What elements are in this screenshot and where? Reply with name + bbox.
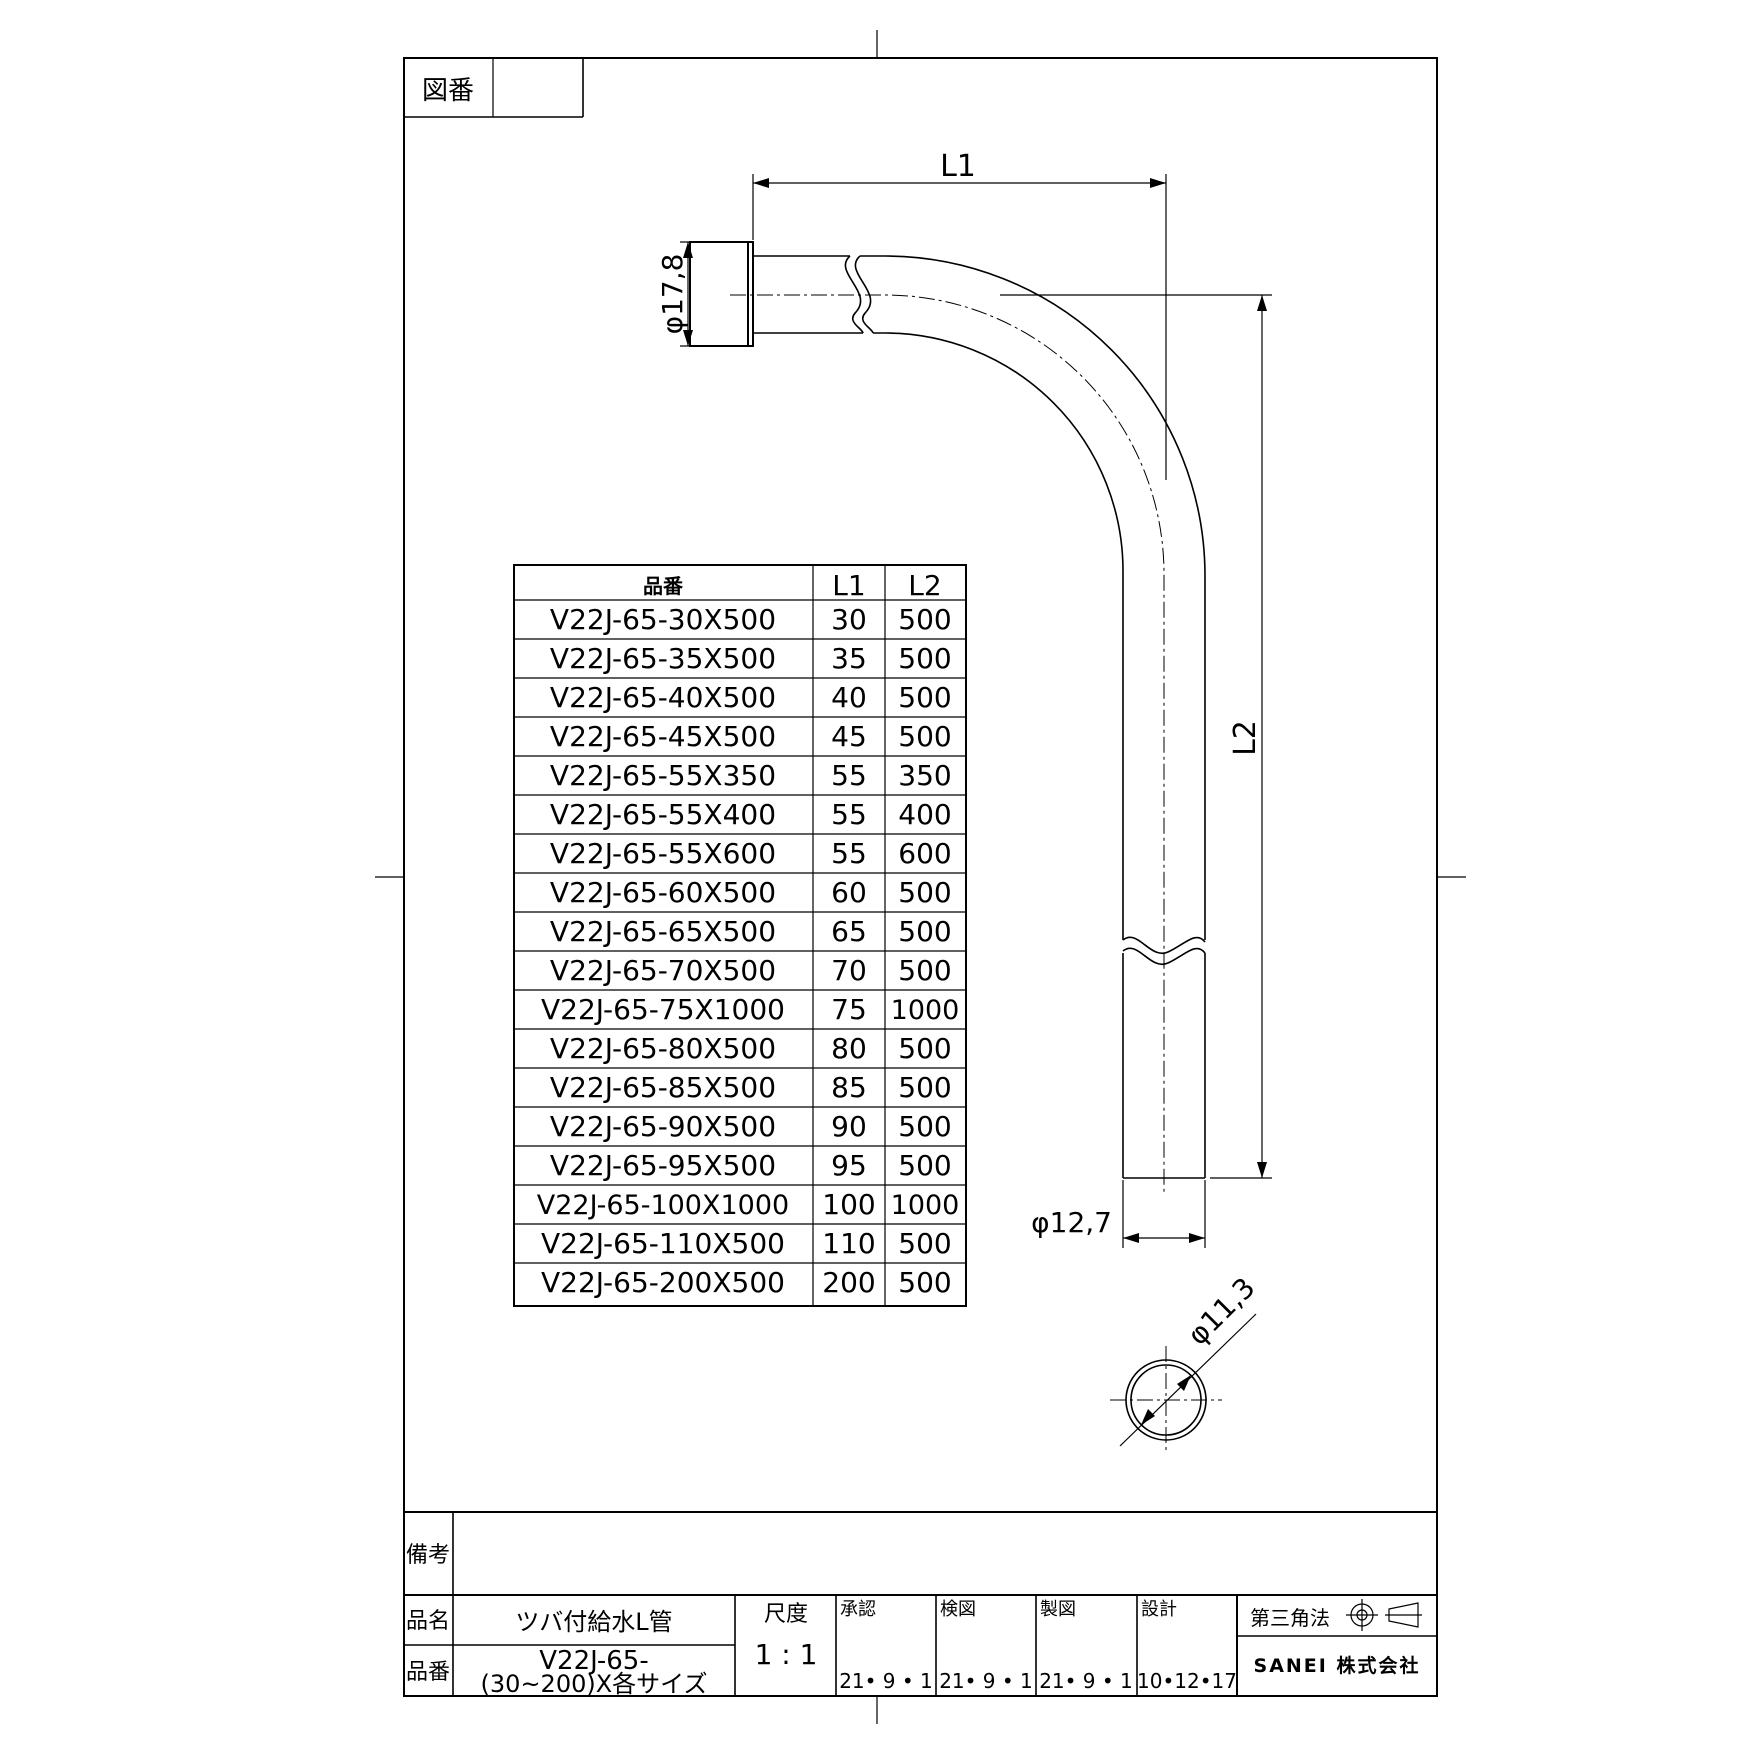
size-table-part-number: V22J-65-75X1000 <box>541 993 785 1026</box>
size-table-l1-value: 55 <box>831 759 867 792</box>
size-table-l1-value: 85 <box>831 1071 867 1104</box>
size-table-l2-value: 500 <box>898 954 951 987</box>
product-number-line2: (30~200)X各サイズ <box>481 1670 708 1698</box>
size-table-part-number: V22J-65-85X500 <box>550 1071 776 1104</box>
dimension-l2: L2 <box>1000 294 1272 1179</box>
scale-label: 尺度 <box>764 1602 808 1627</box>
size-table-header-part-number: 品番 <box>643 574 684 598</box>
size-table-part-number: V22J-65-55X400 <box>550 798 776 831</box>
size-table-l2-value: 500 <box>898 1032 951 1065</box>
size-table-l2-value: 500 <box>898 1110 951 1143</box>
third-angle-projection-icon <box>1346 1599 1422 1631</box>
size-table-l2-value: 500 <box>898 1227 951 1260</box>
size-table-l2-value: 500 <box>898 915 951 948</box>
size-table-part-number: V22J-65-90X500 <box>550 1110 776 1143</box>
size-table-l2-value: 500 <box>898 1266 951 1299</box>
scale-value: 1 : 1 <box>755 1638 818 1671</box>
size-table-part-number: V22J-65-55X600 <box>550 837 776 870</box>
designed-date: 10•12•17 <box>1137 1669 1237 1693</box>
designed-label: 設計 <box>1141 1599 1177 1620</box>
checked-label: 検図 <box>940 1599 976 1620</box>
size-table-part-number: V22J-65-30X500 <box>550 603 776 636</box>
size-table-part-number: V22J-65-40X500 <box>550 681 776 714</box>
size-table-l2-value: 500 <box>898 876 951 909</box>
title-block: 備考 品名 ツバ付給水L管 品番 V22J-65- (30~200)X各サイズ … <box>404 1511 1437 1698</box>
size-table-l1-value: 110 <box>822 1227 875 1260</box>
drawing-number-box: 図番 <box>404 58 584 118</box>
pipe-flange <box>689 241 754 347</box>
remarks-label: 備考 <box>406 1543 450 1568</box>
size-table-l1-value: 80 <box>831 1032 867 1065</box>
size-table-l1-value: 95 <box>831 1149 867 1182</box>
size-table-part-number: V22J-65-100X1000 <box>537 1190 789 1221</box>
size-table-part-number: V22J-65-70X500 <box>550 954 776 987</box>
size-table-part-number: V22J-65-45X500 <box>550 720 776 753</box>
size-table-l1-value: 40 <box>831 681 867 714</box>
product-name-label: 品名 <box>406 1609 450 1634</box>
size-table-l1-value: 100 <box>822 1188 875 1221</box>
size-table-header-l2: L2 <box>908 569 941 602</box>
size-table-l1-value: 60 <box>831 876 867 909</box>
size-table-l1-value: 75 <box>831 993 867 1026</box>
dimension-l2-label: L2 <box>1228 720 1263 756</box>
size-table-l2-value: 350 <box>898 759 951 792</box>
sheet-center-marks <box>375 30 1466 1724</box>
size-table-l1-value: 55 <box>831 798 867 831</box>
dimension-pipe-diameter-label: φ12,7 <box>1031 1206 1112 1239</box>
dimension-pipe-diameter: φ12,7 <box>1031 1180 1206 1248</box>
checked-date: 21• 9 • 1 <box>939 1669 1033 1693</box>
pipe-l-shape <box>689 241 1206 1195</box>
dimension-flange-diameter-label: φ17,8 <box>656 254 689 335</box>
size-table-l2-value: 500 <box>898 720 951 753</box>
size-table-l1-value: 35 <box>831 642 867 675</box>
dimension-l1: L1 <box>752 149 1167 480</box>
size-table-l1-value: 65 <box>831 915 867 948</box>
company-name: SANEI 株式会社 <box>1254 1654 1421 1677</box>
drawn-label: 製図 <box>1040 1599 1076 1620</box>
size-table-l1-value: 90 <box>831 1110 867 1143</box>
drawing-number-label: 図番 <box>422 76 474 106</box>
size-table-part-number: V22J-65-55X350 <box>550 759 776 792</box>
size-table-l2-value: 500 <box>898 681 951 714</box>
dimension-flange-diameter: φ17,8 <box>656 241 693 347</box>
size-table-part-number: V22J-65-60X500 <box>550 876 776 909</box>
size-table-l2-value: 500 <box>898 603 951 636</box>
size-table-l1-value: 30 <box>831 603 867 636</box>
drawing-frame <box>403 57 1438 1697</box>
size-table-part-number: V22J-65-95X500 <box>550 1149 776 1182</box>
projection-method-label: 第三角法 <box>1250 1606 1330 1630</box>
size-table-l2-value: 400 <box>898 798 951 831</box>
size-table-part-number: V22J-65-35X500 <box>550 642 776 675</box>
size-table-l2-value: 1000 <box>891 995 960 1026</box>
approved-date: 21• 9 • 1 <box>839 1669 933 1693</box>
size-table-l2-value: 600 <box>898 837 951 870</box>
product-name-value: ツバ付給水L管 <box>515 1608 672 1636</box>
size-table-part-number: V22J-65-110X500 <box>541 1227 785 1260</box>
size-table-l1-value: 45 <box>831 720 867 753</box>
size-table-l2-value: 1000 <box>891 1190 960 1221</box>
size-table-l2-value: 500 <box>898 642 951 675</box>
approved-label: 承認 <box>840 1599 876 1620</box>
size-table-l2-value: 500 <box>898 1149 951 1182</box>
product-number-label: 品番 <box>406 1660 450 1685</box>
dimension-inner-diameter-label: φ11,3 <box>1181 1271 1261 1351</box>
section-view: φ11,3 <box>1110 1271 1262 1454</box>
size-table-part-number: V22J-65-65X500 <box>550 915 776 948</box>
size-table-l1-value: 70 <box>831 954 867 987</box>
size-table-l1-value: 55 <box>831 837 867 870</box>
size-table-l2-value: 500 <box>898 1071 951 1104</box>
drawn-date: 21• 9 • 1 <box>1039 1669 1133 1693</box>
product-number-line1: V22J-65- <box>539 1646 648 1676</box>
dimension-l1-label: L1 <box>940 149 976 184</box>
size-table-l1-value: 200 <box>822 1266 875 1299</box>
size-table-header-l1: L1 <box>832 569 865 602</box>
size-table-part-number: V22J-65-80X500 <box>550 1032 776 1065</box>
size-table-part-number: V22J-65-200X500 <box>541 1266 785 1299</box>
